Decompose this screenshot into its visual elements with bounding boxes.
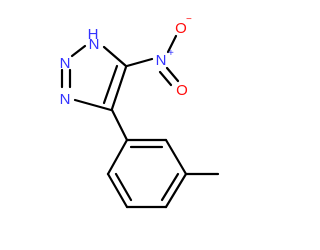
bond-nitro-n-o-bottom-b bbox=[158, 70, 173, 87]
bond-ar-3 bbox=[164, 172, 188, 209]
molecule-structure: H N N N N + O − O bbox=[60, 14, 220, 209]
n2-label: N bbox=[60, 55, 71, 72]
nitro-n-charge: + bbox=[168, 48, 174, 59]
bond-ar-2 bbox=[164, 138, 188, 176]
bond-ar-3-inner bbox=[160, 172, 180, 202]
nitro-o-bottom-label: O bbox=[176, 82, 188, 99]
nitro-o-top-label: O bbox=[175, 20, 187, 37]
bond-n3-c4 bbox=[73, 98, 113, 112]
bond-nitro-n-o-bottom-a bbox=[165, 66, 180, 83]
bond-c4-c5-b bbox=[102, 64, 119, 105]
bond-ar-5 bbox=[106, 172, 129, 209]
bond-c5-nitro-n bbox=[125, 57, 154, 68]
bond-nitro-n-o-top bbox=[166, 34, 178, 54]
n1-label: N bbox=[89, 36, 100, 53]
bond-n1h-n2 bbox=[70, 44, 87, 58]
bond-n1h-c5 bbox=[102, 45, 128, 68]
bond-ar-6 bbox=[106, 138, 129, 176]
n3-label: N bbox=[60, 91, 71, 108]
nh-hydrogen-label: H bbox=[88, 26, 99, 43]
bond-c4-c5-a bbox=[110, 65, 128, 111]
nitro-o-top-charge: − bbox=[186, 14, 192, 25]
bond-c4-phenyl bbox=[110, 108, 129, 142]
nitro-n-label: N bbox=[156, 52, 167, 69]
bond-ar-5-inner bbox=[114, 172, 133, 202]
